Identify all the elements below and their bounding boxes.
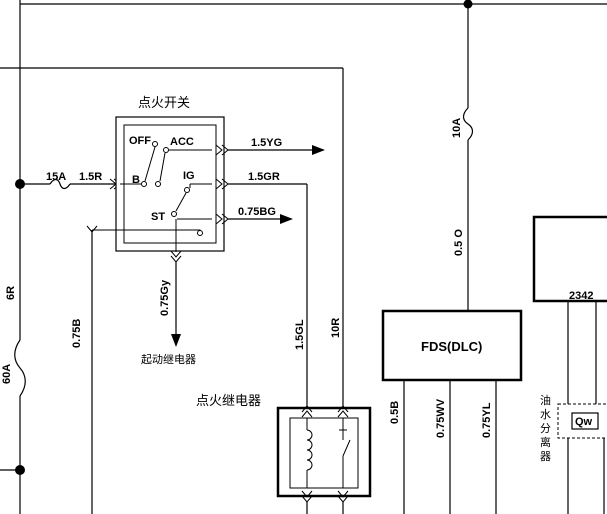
separator-label-5: 器 [540,450,551,463]
contact-st [171,211,177,217]
wire-075gy-label: 0.75Gy [159,279,171,316]
connector-075b-chevron [86,225,98,233]
separator-switch-frame [557,403,607,439]
fuse-60a-symbol [14,339,26,397]
arrow-075bg [280,214,293,224]
ignition-relay-inner [289,417,359,489]
switch-lever [144,146,156,182]
arrow-15yg [312,145,325,155]
starter-relay-label: 起动继电器 [141,353,196,366]
separator-label-1: 油 [540,393,551,407]
switch-lever-acc [159,152,166,182]
ignition-switch-title: 点火开关 [138,96,190,111]
switch-st-label: ST [151,211,165,223]
switch-acc-label: ACC [170,136,194,148]
switch-ig-label: IG [183,170,195,182]
relay-top-right-chevron [337,405,349,418]
fuse-10a-label: 10A [451,118,463,138]
contact-off [152,141,158,147]
contact-acc [163,147,169,153]
relay-coil [306,429,313,471]
fuse-10a-symbol [462,107,474,141]
wire-075b-left-label: 0.75B [71,319,83,348]
wire-15gr-label: 1.5GR [248,171,280,183]
wire-15r-label: 1.5R [79,171,102,183]
fuse-15a-symbol [49,178,71,190]
wire-05b-label: 0.5B [389,401,401,424]
separator-label-3: 分 [540,422,551,435]
ignition-relay-box [276,406,372,498]
separator-label-4: 离 [540,435,551,449]
wire-075bg-label: 0.75BG [238,206,276,218]
fuse-60a-label: 60A [1,364,13,384]
qw-box [571,412,599,430]
wire-15gl-label: 1.5GL [294,319,306,350]
arrow-075gy [171,334,181,347]
contact-ig [184,187,190,193]
switch-b-label: B [132,174,140,186]
right-ecu-box [532,215,607,303]
wire-05o-label: 0.5 O [453,229,465,256]
connector-075gy-chevron [170,250,182,263]
relay-top-left-chevron [301,405,313,418]
wire-075yl-label: 0.75YL [481,402,493,438]
contact-b [141,181,147,187]
wire-6r-label: 6R [5,286,17,300]
connector-2342-label: 2342 [569,290,593,302]
fuse-15a-label: 15A [46,171,66,183]
contact-b2 [155,181,161,187]
relay-contact-arm [342,439,351,457]
wire-10r-label: 10R [330,318,342,338]
wire-15yg-label: 1.5YG [251,137,282,149]
contact-loop [197,230,203,236]
switch-off-label: OFF [129,135,151,147]
ignition-relay-label: 点火继电器 [196,394,261,409]
fds-dlc-label: FDS(DLC) [421,339,482,354]
fds-dlc-box [381,309,523,382]
separator-label-2: 水 [540,408,551,421]
fuse-60a-gap [10,340,30,400]
qw-label: Qw [575,416,593,428]
wire-075wv-label: 0.75WV [435,398,447,438]
switch-lever-ig [175,192,187,212]
